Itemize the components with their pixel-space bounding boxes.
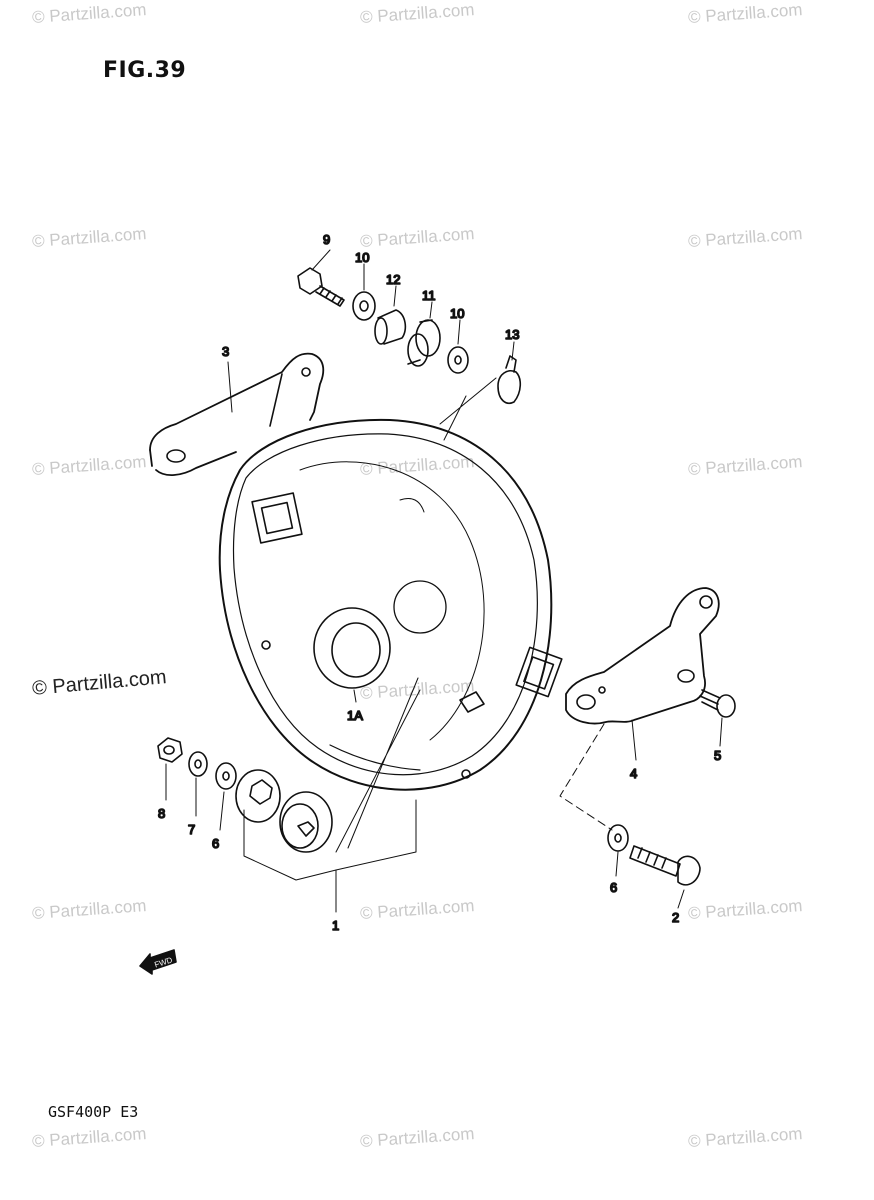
bolt-2 <box>629 845 701 886</box>
callout-13: 13 <box>505 327 519 342</box>
callout-10-top: 10 <box>355 250 369 265</box>
callout-1a: 1A <box>347 708 363 723</box>
cushion-11 <box>407 319 441 367</box>
bolt-5 <box>699 689 736 718</box>
callout-11: 11 <box>422 288 436 303</box>
collar-12 <box>374 309 407 345</box>
headlight-housing <box>218 418 563 791</box>
bolt-9 <box>297 267 345 307</box>
nut-13 <box>497 355 522 404</box>
washer-10-top <box>352 291 376 321</box>
callout-1: 1 <box>332 918 339 933</box>
figure-title: FIG.39 <box>103 58 187 83</box>
fwd-arrow-icon <box>139 949 177 975</box>
callout-8: 8 <box>158 806 165 821</box>
callout-10-second: 10 <box>450 306 464 321</box>
callout-6-right: 6 <box>610 880 617 895</box>
bracket-right <box>565 587 720 725</box>
nut-8 <box>157 737 183 763</box>
washer-6-left <box>215 762 237 790</box>
callout-9: 9 <box>323 232 330 247</box>
callout-6-left: 6 <box>212 836 219 851</box>
grommet-lower <box>279 791 333 853</box>
callout-4: 4 <box>630 766 637 781</box>
bracket-left <box>149 352 325 476</box>
washer-10-second <box>447 346 469 374</box>
washer-6-right <box>607 824 629 852</box>
washer-7 <box>188 751 208 777</box>
callout-3: 3 <box>222 344 229 359</box>
callout-7: 7 <box>188 822 195 837</box>
callout-5: 5 <box>714 748 721 763</box>
callout-2: 2 <box>672 910 679 925</box>
model-code: GSF400P E3 <box>48 1103 139 1121</box>
cushion-left <box>235 769 281 823</box>
callout-12: 12 <box>386 272 400 287</box>
leader-lines <box>165 249 723 913</box>
